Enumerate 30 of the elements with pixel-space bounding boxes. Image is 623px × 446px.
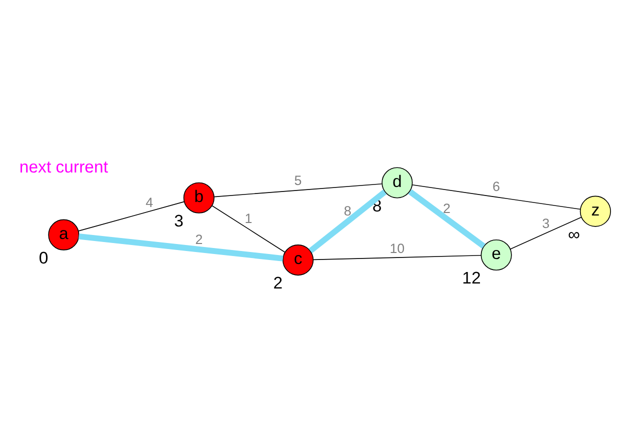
edge-label: 2 (443, 200, 450, 216)
node-label: 0 (38, 248, 48, 267)
connector (78, 232, 284, 261)
node-label: ∞ (568, 224, 580, 244)
edge-label: 4 (146, 194, 154, 210)
connector (214, 182, 382, 197)
node-circle: a (48, 218, 80, 250)
node-circle: d (382, 166, 413, 198)
edge-label: 2 (195, 231, 203, 246)
connector (510, 216, 582, 250)
node-circle: c (282, 244, 314, 276)
node-circle: z (580, 195, 611, 226)
connector (312, 254, 482, 260)
node-label: 3 (174, 210, 184, 230)
connector (412, 184, 581, 210)
edge-label: 6 (492, 178, 500, 194)
edge-label: 10 (390, 240, 405, 256)
node-label: 12 (462, 268, 481, 288)
edge-label: 5 (294, 172, 302, 188)
edge-label: 3 (542, 215, 550, 230)
node-circle: b (183, 182, 214, 213)
connector (308, 189, 387, 253)
node-label: 2 (273, 273, 283, 292)
connector (408, 188, 486, 248)
edge-label: 8 (344, 202, 352, 218)
connector (212, 204, 286, 252)
connector (78, 200, 185, 231)
edge-label: 1 (244, 210, 252, 226)
node-circle: e (480, 238, 512, 270)
label: next current (19, 157, 108, 176)
